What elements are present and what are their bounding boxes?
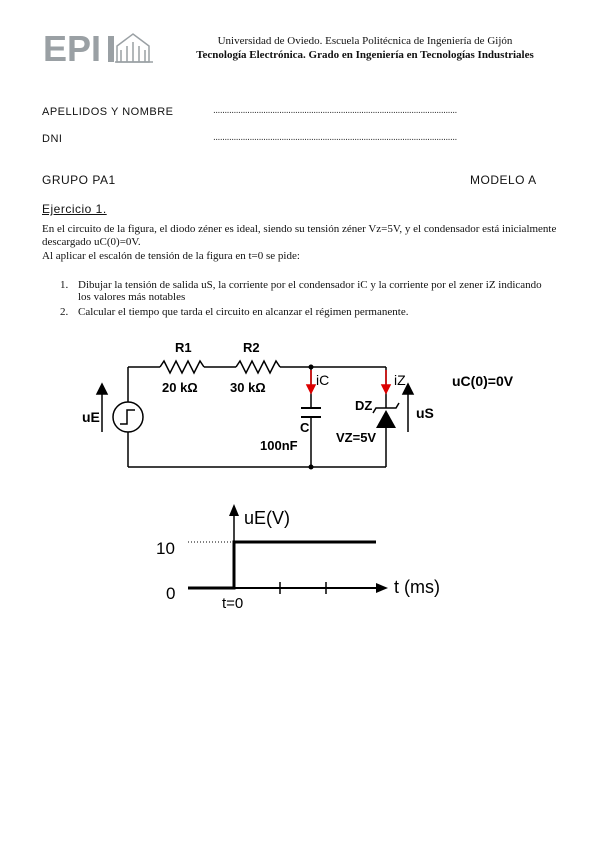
tick-high: 10 — [156, 539, 175, 558]
vz-label: VZ=5V — [336, 430, 376, 445]
course-name: Tecnología Electrónica. Grado en Ingenie… — [196, 49, 534, 61]
r2-label: R2 — [243, 340, 260, 355]
epi-logo: EPI — [43, 30, 153, 66]
ic-arrow-icon — [305, 370, 317, 395]
dni-label: DNI — [42, 133, 63, 145]
source-label: uE — [82, 409, 100, 425]
circuit-diagram: R1 20 kΩ R2 30 kΩ uE iC iZ C 100nF DZ VZ… — [82, 340, 514, 470]
step-signal — [188, 540, 376, 590]
zener-diode-icon — [372, 402, 400, 428]
r2-resistor-icon — [235, 359, 281, 375]
capacitor-icon — [301, 407, 321, 418]
t0-label: t=0 — [222, 595, 243, 612]
statement-paragraph-1: En el circuito de la figura, el diodo zé… — [42, 223, 557, 248]
y-axis-label: uE(V) — [244, 508, 290, 528]
group-label: GRUPO PA1 — [42, 173, 116, 187]
dz-label: DZ — [355, 398, 372, 413]
us-label: uS — [416, 405, 434, 421]
exercise-title: Ejercicio 1. — [42, 202, 107, 216]
tick-zero: 0 — [166, 584, 175, 603]
ic-label: iC — [316, 372, 329, 388]
x-axis-arrow-icon — [376, 583, 388, 593]
item-number: 1. — [60, 279, 69, 291]
us-arrow-icon — [401, 382, 415, 432]
cap-label: C — [300, 420, 310, 435]
initial-condition: uC(0)=0V — [452, 373, 514, 389]
university-crest-icon — [115, 33, 153, 63]
y-axis-arrow-icon — [229, 504, 239, 516]
university-name: Universidad de Oviedo. Escuela Politécni… — [217, 35, 513, 47]
r1-label: R1 — [175, 340, 192, 355]
x-axis-label: t (ms) — [394, 577, 440, 597]
item-number: 2. — [60, 306, 69, 318]
list-item: Calcular el tiempo que tarda el circuito… — [78, 306, 409, 318]
iz-label: iZ — [394, 372, 406, 388]
r1-resistor-icon — [159, 359, 205, 375]
step-source-icon — [112, 401, 144, 433]
name-label: APELLIDOS Y NOMBRE — [42, 106, 174, 118]
model-label: MODELO A — [470, 173, 537, 187]
r1-value: 20 kΩ — [162, 380, 198, 395]
dni-field[interactable]: ........................................… — [213, 132, 457, 143]
iz-arrow-icon — [380, 370, 392, 395]
r2-value: 30 kΩ — [230, 380, 266, 395]
cap-value: 100nF — [260, 438, 298, 453]
input-step-graph: uE(V) t (ms) 10 0 t=0 — [156, 504, 440, 612]
logo-text: EPI — [43, 30, 101, 66]
ue-arrow-icon — [95, 382, 109, 432]
name-field[interactable]: ........................................… — [213, 105, 457, 116]
statement-paragraph-2: Al aplicar el escalón de tensión de la f… — [42, 250, 300, 262]
list-item: Dibujar la tensión de salida uS, la corr… — [78, 279, 542, 303]
